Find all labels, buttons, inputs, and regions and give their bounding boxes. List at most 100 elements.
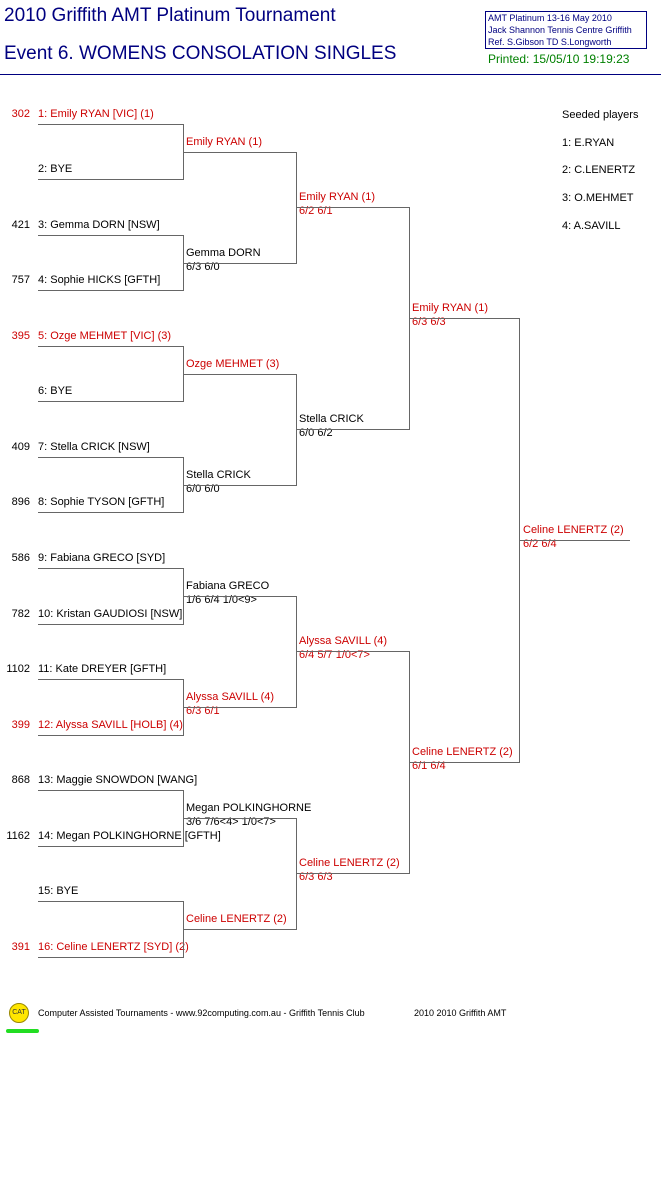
entry-player: 3: Gemma DORN [NSW] <box>38 219 160 231</box>
bracket-line <box>38 235 184 236</box>
round2-score: 6/0 6/0 <box>186 483 220 495</box>
bracket-line <box>184 374 297 375</box>
quarterfinal-score: 6/2 6/1 <box>299 205 333 217</box>
info-line-3: Ref. S.Gibson TD S.Longworth <box>488 37 612 47</box>
round2-winner: Megan POLKINGHORNE <box>186 802 312 814</box>
semifinal-winner: Celine LENERTZ (2) <box>412 746 513 758</box>
round2-winner: Fabiana GRECO <box>186 580 270 592</box>
bracket-line <box>38 401 184 402</box>
bracket-line <box>38 512 184 513</box>
bracket-line <box>38 457 184 458</box>
info-line-2: Jack Shannon Tennis Centre Griffith <box>488 25 632 35</box>
quarterfinal-winner: Celine LENERTZ (2) <box>299 857 400 869</box>
bracket-line <box>38 568 184 569</box>
bracket-line <box>297 873 410 874</box>
bracket-line <box>38 124 184 125</box>
bracket-line <box>410 318 520 319</box>
bracket-line <box>183 568 184 625</box>
quarterfinal-winner: Emily RYAN (1) <box>299 191 375 203</box>
round2-winner: Ozge MEHMET (3) <box>186 358 280 370</box>
entry-ranking: 896 <box>11 496 30 508</box>
bracket-line <box>38 679 184 680</box>
bracket-line <box>520 540 630 541</box>
entry-ranking: 1162 <box>6 830 30 842</box>
info-line-1: AMT Platinum 13-16 May 2010 <box>488 13 612 23</box>
entry-player: 12: Alyssa SAVILL [HOLB] (4) <box>38 719 183 731</box>
bracket-line <box>183 679 184 736</box>
semifinal-winner: Emily RYAN (1) <box>412 302 488 314</box>
bracket-line <box>184 152 297 153</box>
round2-winner: Celine LENERTZ (2) <box>186 913 287 925</box>
bracket-line <box>184 263 297 264</box>
bracket-line <box>183 235 184 291</box>
entry-ranking: 421 <box>11 219 30 231</box>
bracket-line <box>184 485 297 486</box>
round2-winner: Emily RYAN (1) <box>186 136 262 148</box>
round2-score: 3/6 7/6<4> 1/0<7> <box>186 816 276 828</box>
footer-credit: Computer Assisted Tournaments - www.92co… <box>38 1008 365 1018</box>
printed-timestamp: Printed: 15/05/10 19:19:23 <box>488 52 630 66</box>
bracket-line <box>297 207 410 208</box>
entry-player: 9: Fabiana GRECO [SYD] <box>38 552 166 564</box>
entry-player: 15: BYE <box>38 885 79 897</box>
bracket-line <box>38 735 184 736</box>
event-title: Event 6. WOMENS CONSOLATION SINGLES <box>4 43 397 64</box>
entry-player: 16: Celine LENERTZ [SYD] (2) <box>38 941 189 953</box>
entry-ranking: 409 <box>11 441 30 453</box>
seed-item: 4: A.SAVILL <box>562 220 621 232</box>
logo-underline <box>6 1029 39 1033</box>
bracket-line <box>297 429 410 430</box>
quarterfinal-score: 6/3 6/3 <box>299 871 333 883</box>
entry-player: 1: Emily RYAN [VIC] (1) <box>38 108 154 120</box>
bracket-line <box>519 318 520 763</box>
bracket-line <box>296 152 297 264</box>
seed-item: 1: E.RYAN <box>562 137 615 149</box>
quarterfinal-score: 6/4 5/7 1/0<7> <box>299 649 370 661</box>
entry-player: 2: BYE <box>38 163 73 175</box>
quarterfinal-winner: Alyssa SAVILL (4) <box>299 635 388 647</box>
entry-ranking: 782 <box>11 608 30 620</box>
header-divider <box>0 74 661 75</box>
bracket-line <box>38 624 184 625</box>
bracket-line <box>183 901 184 958</box>
semifinal-score: 6/3 6/3 <box>412 316 446 328</box>
entry-player: 14: Megan POLKINGHORNE [GFTH] <box>38 830 221 842</box>
bracket-line <box>38 346 184 347</box>
bracket-line <box>409 207 410 430</box>
entry-ranking: 399 <box>11 719 30 731</box>
seeded-players-heading: Seeded players <box>562 109 639 121</box>
entry-ranking: 1102 <box>6 663 30 675</box>
entry-ranking: 868 <box>11 774 30 786</box>
bracket-line <box>296 596 297 708</box>
entry-player: 11: Kate DREYER [GFTH] <box>38 663 167 675</box>
entry-ranking: 757 <box>11 274 30 286</box>
bracket-line <box>184 929 297 930</box>
bracket-line <box>183 346 184 402</box>
final-winner: Celine LENERTZ (2) <box>523 524 624 536</box>
bracket-line <box>297 651 410 652</box>
entry-player: 8: Sophie TYSON [GFTH] <box>38 496 165 508</box>
entry-player: 7: Stella CRICK [NSW] <box>38 441 150 453</box>
bracket-line <box>38 901 184 902</box>
entry-player: 5: Ozge MEHMET [VIC] (3) <box>38 330 172 342</box>
entry-player: 4: Sophie HICKS [GFTH] <box>38 274 161 286</box>
tournament-title: 2010 Griffith AMT Platinum Tournament <box>4 5 336 26</box>
entry-ranking: 586 <box>11 552 30 564</box>
entry-ranking: 391 <box>11 941 30 953</box>
entry-player: 6: BYE <box>38 385 73 397</box>
bracket-line <box>296 818 297 930</box>
seed-item: 3: O.MEHMET <box>562 192 634 204</box>
cat-logo-icon: CAT <box>9 1003 29 1023</box>
final-score: 6/2 6/4 <box>523 538 557 550</box>
round2-winner: Gemma DORN <box>186 247 261 259</box>
entry-ranking: 302 <box>11 108 30 120</box>
bracket-line <box>410 762 520 763</box>
bracket-line <box>38 290 184 291</box>
bracket-line <box>183 457 184 513</box>
quarterfinal-winner: Stella CRICK <box>299 413 364 425</box>
bracket-line <box>184 596 297 597</box>
bracket-line <box>409 651 410 874</box>
bracket-line <box>38 790 184 791</box>
tournament-info-box: AMT Platinum 13-16 May 2010 Jack Shannon… <box>485 11 647 49</box>
bracket-line <box>184 818 297 819</box>
